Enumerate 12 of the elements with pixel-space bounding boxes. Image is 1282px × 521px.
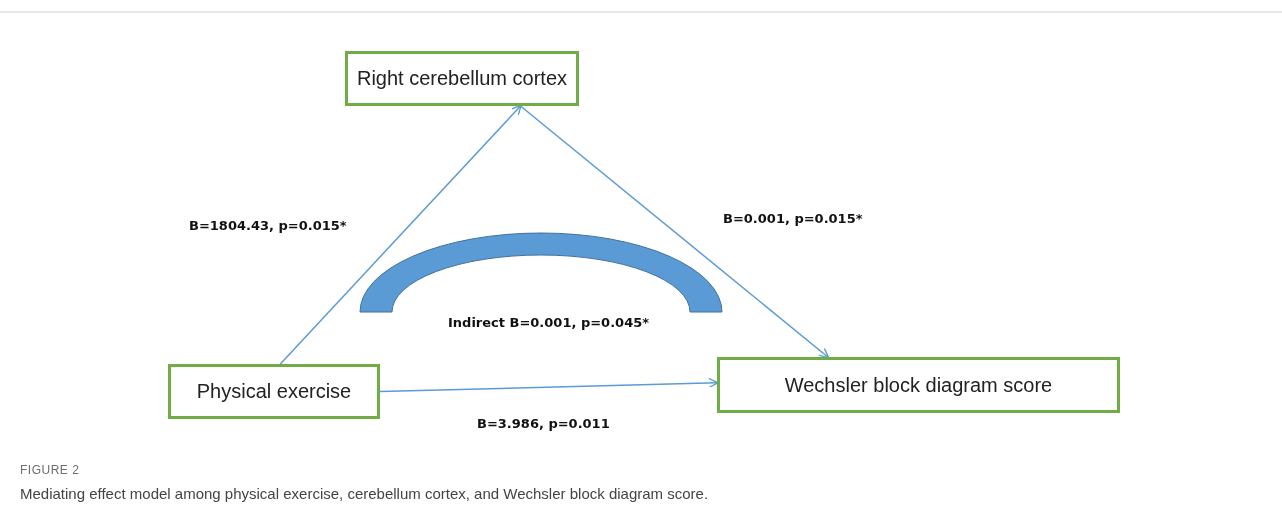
figure-caption: Mediating effect model among physical exercise, cerebellum cortex, and Wechsler block diagram score. bbox=[20, 485, 709, 502]
variable-box: Right cerebellum cortex bbox=[345, 51, 579, 106]
arch-band bbox=[359, 232, 723, 313]
edge-label: B=3.986, p=0.011 bbox=[477, 416, 610, 431]
figure-label: FIGURE 2 bbox=[20, 463, 80, 477]
variable-box: Physical exercise bbox=[168, 364, 380, 419]
arrow bbox=[379, 377, 719, 393]
arrow bbox=[519, 105, 830, 359]
edge-label: B=0.001, p=0.015* bbox=[723, 211, 863, 226]
arrow bbox=[279, 104, 522, 365]
variable-box: Wechsler block diagram score bbox=[717, 357, 1120, 413]
edge-label: B=1804.43, p=0.015* bbox=[189, 218, 347, 233]
